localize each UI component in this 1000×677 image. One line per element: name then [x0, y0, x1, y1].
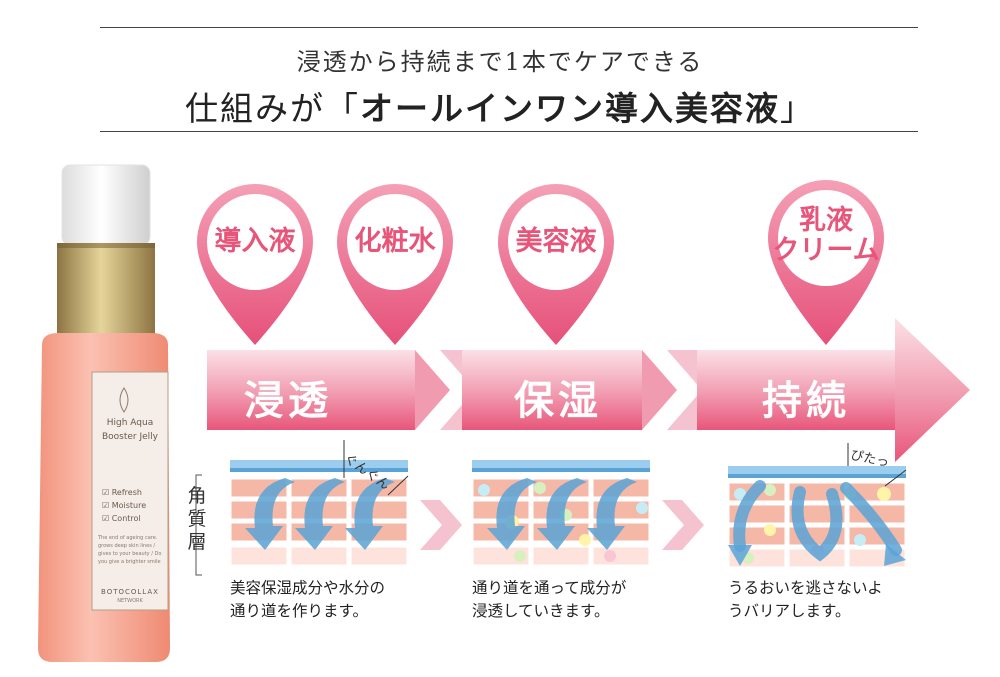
step-chevron-2 — [662, 500, 704, 550]
phase-label-3: 持続 — [762, 378, 850, 424]
check-1-label: Refresh — [111, 488, 142, 497]
step-3-line1: うるおいを逃さないよ — [728, 579, 883, 597]
step-2-line1: 通り道を通って成分が — [472, 579, 627, 597]
phase-label-2: 保湿 — [514, 378, 602, 424]
pin-label-3: 美容液 — [515, 226, 597, 257]
pin-4 — [768, 180, 884, 345]
pin-2 — [337, 184, 453, 345]
bottle-brand-sub: NETWORK — [117, 598, 143, 604]
top-rule — [100, 27, 918, 28]
bottle-label-line1: High Aqua — [106, 418, 154, 428]
step-1-line2: 通り道を作ります。 — [230, 602, 368, 620]
bottle-checks: ☑ Refresh ☑ Moisture ☑ Control — [102, 486, 146, 525]
step-1-line1: 美容保湿成分や水分の — [230, 579, 386, 597]
skin-diagram-3 — [726, 443, 908, 570]
check-2-label: Moisture — [111, 501, 147, 510]
step-description-2: 通り道を通って成分が 浸透していきます。 — [472, 577, 626, 623]
check-3: ☑ Control — [102, 514, 141, 523]
bottle-small-text: The end of ageing care. grows deep skin … — [98, 535, 162, 565]
pin-label-1: 導入液 — [214, 226, 296, 257]
step-description-1: 美容保湿成分や水分の 通り道を作ります。 — [230, 577, 385, 623]
skin-diagram-2 — [470, 460, 652, 568]
check-2: ☑ Moisture — [102, 501, 147, 510]
pin-label-4: 乳液 クリーム — [770, 206, 882, 266]
headline-emphasis: オールインワン導入美容液 — [360, 89, 780, 128]
bottle-label-line2: Booster Jelly — [101, 432, 159, 442]
check-1: ☑ Refresh — [102, 488, 142, 497]
skin-diagram-1 — [228, 440, 410, 568]
check-3-label: Control — [111, 514, 141, 523]
pin-label-4-line2: クリーム — [772, 235, 880, 266]
step-3-line2: うバリアします。 — [728, 602, 851, 620]
product-bottle — [38, 164, 170, 662]
headline-suffix: 」 — [780, 89, 815, 128]
stratum-corneum-label: 角質層 — [187, 485, 207, 553]
phase-label-1: 浸透 — [244, 378, 332, 424]
pin-label-2: 化粧水 — [354, 226, 436, 257]
bottom-rule — [100, 131, 918, 132]
bottle-brand: BOTOCOLLAX — [101, 588, 159, 596]
step-2-line2: 浸透していきます。 — [472, 602, 610, 620]
pin-1 — [197, 184, 313, 345]
headline-line2: 仕組みが「オールインワン導入美容液」 — [0, 82, 1000, 130]
step-chevron-1 — [420, 500, 462, 550]
layer-bracket — [195, 474, 202, 576]
pin-label-4-line1: 乳液 — [799, 205, 853, 236]
headline-line1: 浸透から持続まで1本でケアできる — [296, 48, 704, 76]
headline-prefix: 仕組みが「 — [185, 89, 360, 128]
step-description-3: うるおいを逃さないよ うバリアします。 — [728, 577, 883, 623]
pin-3 — [498, 184, 614, 345]
process-arrow — [207, 318, 970, 462]
